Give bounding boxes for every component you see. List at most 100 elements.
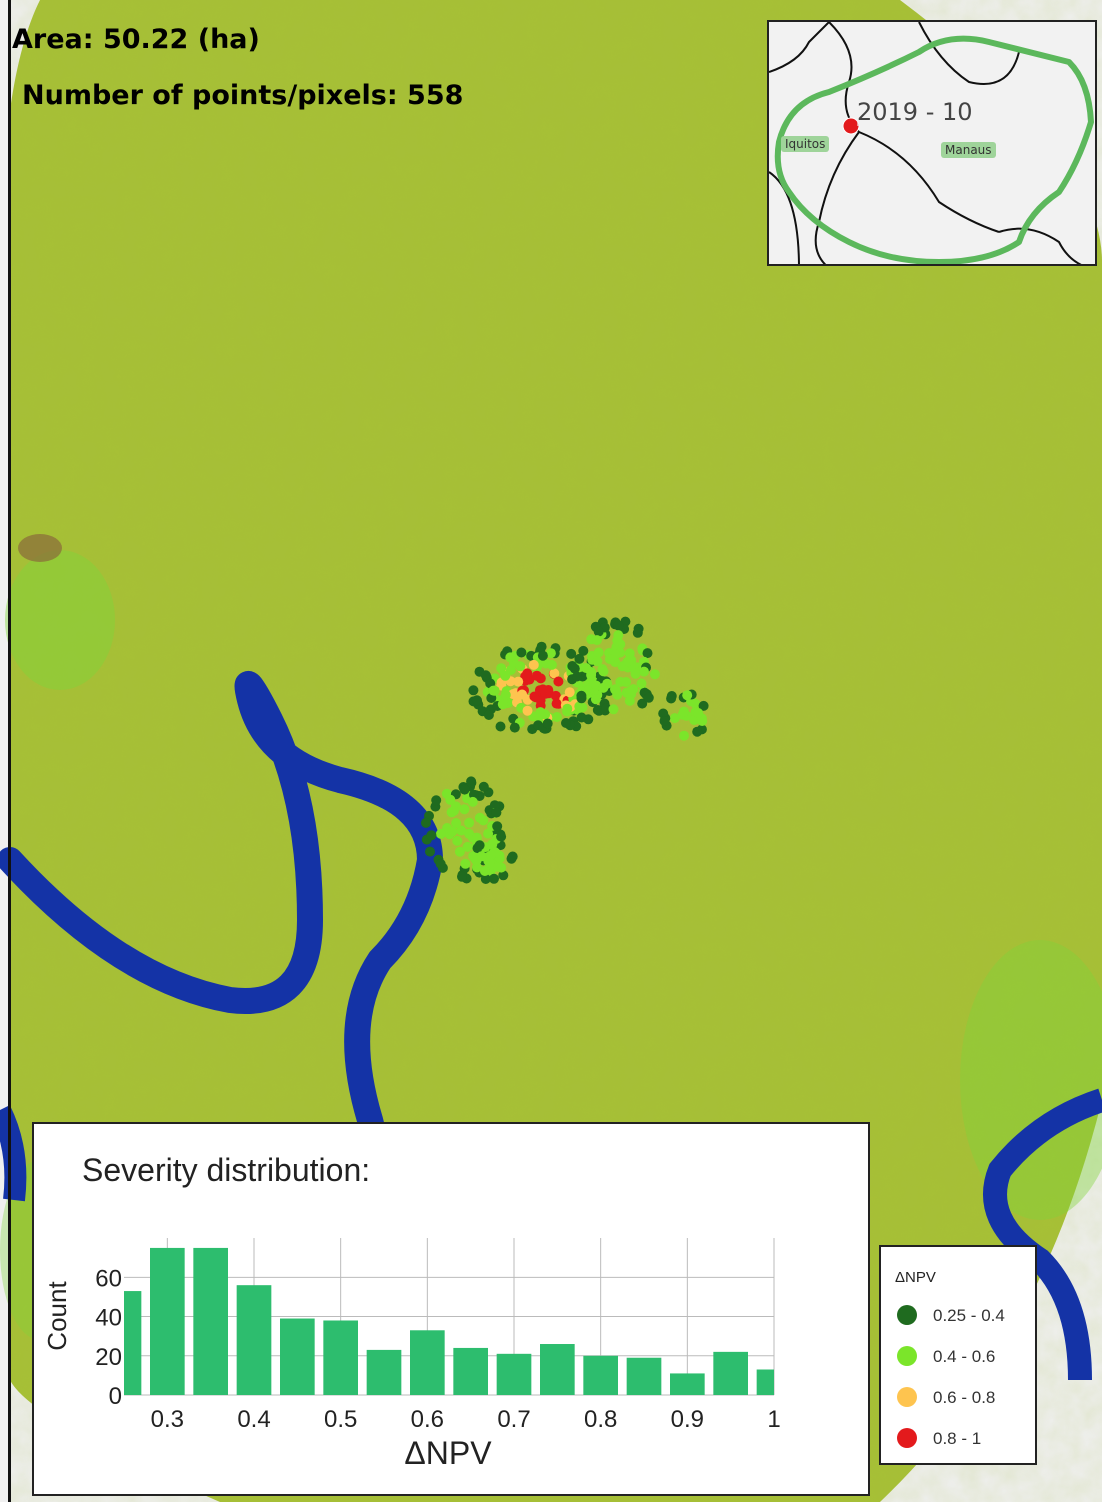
country-border xyxy=(858,131,1000,233)
fire-point xyxy=(679,730,689,741)
fire-point xyxy=(613,630,624,641)
fire-point xyxy=(467,796,478,807)
histogram-bar[interactable] xyxy=(193,1247,228,1395)
fire-point xyxy=(421,817,431,828)
fire-points-cluster[interactable] xyxy=(421,616,709,884)
fire-point xyxy=(452,835,463,846)
histogram-bar[interactable] xyxy=(540,1344,575,1395)
x-tick-label: 0.3 xyxy=(151,1406,184,1433)
fire-point xyxy=(610,684,620,695)
fire-point xyxy=(478,781,489,792)
fire-point xyxy=(682,690,693,701)
locator-inset-map[interactable]: 2019 - 10 Iquitos Manaus xyxy=(767,20,1097,266)
country-border xyxy=(828,22,860,133)
fire-point xyxy=(426,830,437,841)
fire-point xyxy=(639,666,649,677)
fire-point xyxy=(425,846,435,857)
location-marker[interactable] xyxy=(842,117,860,135)
legend-label: 0.8 - 1 xyxy=(933,1429,982,1448)
histogram-bar[interactable] xyxy=(150,1247,185,1395)
histogram-bar[interactable] xyxy=(626,1357,662,1395)
histogram-bar[interactable] xyxy=(323,1320,358,1395)
fire-point xyxy=(515,661,526,672)
fire-point xyxy=(592,635,602,646)
fire-point xyxy=(546,659,557,670)
fire-point xyxy=(551,712,562,722)
fire-point xyxy=(578,645,589,656)
histogram-bar[interactable] xyxy=(236,1285,272,1395)
fire-point xyxy=(500,689,511,700)
vegetation-patch xyxy=(5,550,115,690)
fire-point xyxy=(621,677,631,687)
fire-point xyxy=(447,826,458,837)
fire-point xyxy=(623,656,634,667)
fire-point xyxy=(468,685,479,696)
burn-scar xyxy=(18,534,62,562)
fire-point xyxy=(630,668,641,679)
histogram-bar[interactable] xyxy=(453,1347,488,1395)
fire-point xyxy=(542,718,553,729)
river xyxy=(0,1105,27,1202)
amazon-region-boundary xyxy=(774,35,1094,264)
fire-point xyxy=(486,850,497,861)
fire-point xyxy=(590,694,601,705)
fire-point xyxy=(464,817,475,828)
fire-point xyxy=(500,670,511,681)
fire-point xyxy=(576,690,587,701)
fire-point xyxy=(516,647,527,658)
fire-point xyxy=(576,702,587,713)
fire-point xyxy=(507,851,518,862)
fire-point xyxy=(649,669,660,680)
legend-swatch xyxy=(897,1387,917,1407)
fire-point xyxy=(522,705,533,716)
country-border xyxy=(918,22,1020,85)
fire-point xyxy=(698,700,709,711)
fire-point xyxy=(488,685,499,696)
x-tick-label: 1 xyxy=(767,1406,780,1433)
histogram-bar[interactable] xyxy=(670,1373,705,1395)
fire-point xyxy=(561,718,571,728)
fire-point xyxy=(497,699,508,710)
fire-point xyxy=(562,703,573,714)
vegetation-patch xyxy=(960,940,1102,1220)
fire-point xyxy=(572,671,583,682)
river xyxy=(983,1088,1102,1381)
fire-point xyxy=(598,682,609,693)
fire-point xyxy=(693,708,704,718)
country-border xyxy=(814,131,860,264)
fire-point xyxy=(604,654,615,665)
fire-point xyxy=(479,866,490,876)
x-tick-label: 0.6 xyxy=(411,1406,444,1433)
histogram-bar[interactable] xyxy=(496,1353,532,1395)
fire-point xyxy=(456,825,467,836)
histogram-bar[interactable] xyxy=(713,1351,748,1395)
x-tick-label: 0.9 xyxy=(671,1406,704,1433)
fire-point xyxy=(528,659,539,670)
inset-map-svg xyxy=(769,22,1094,264)
fire-point xyxy=(431,795,442,806)
fire-point xyxy=(435,828,446,839)
histogram-title: Severity distribution: xyxy=(82,1152,371,1188)
fire-point xyxy=(505,652,516,663)
fire-point xyxy=(522,668,533,679)
fire-point xyxy=(491,807,502,818)
histogram-bar[interactable] xyxy=(583,1355,618,1395)
histogram-bar[interactable] xyxy=(124,1291,142,1395)
city-label-iquitos: Iquitos xyxy=(781,136,830,152)
y-tick-label: 20 xyxy=(95,1344,122,1371)
fire-point xyxy=(492,821,503,832)
histogram-bar[interactable] xyxy=(366,1349,402,1395)
fire-point xyxy=(535,710,546,721)
fire-point xyxy=(549,668,560,679)
area-stat: Area: 50.22 (ha) xyxy=(12,24,260,55)
fire-point xyxy=(483,828,494,839)
histogram-bar[interactable] xyxy=(280,1318,315,1395)
histogram-bar[interactable] xyxy=(756,1369,774,1395)
fire-point xyxy=(498,870,509,881)
fire-point xyxy=(460,858,471,869)
histogram-bar[interactable] xyxy=(410,1330,445,1395)
fire-point xyxy=(483,710,494,720)
fire-point xyxy=(445,794,456,805)
